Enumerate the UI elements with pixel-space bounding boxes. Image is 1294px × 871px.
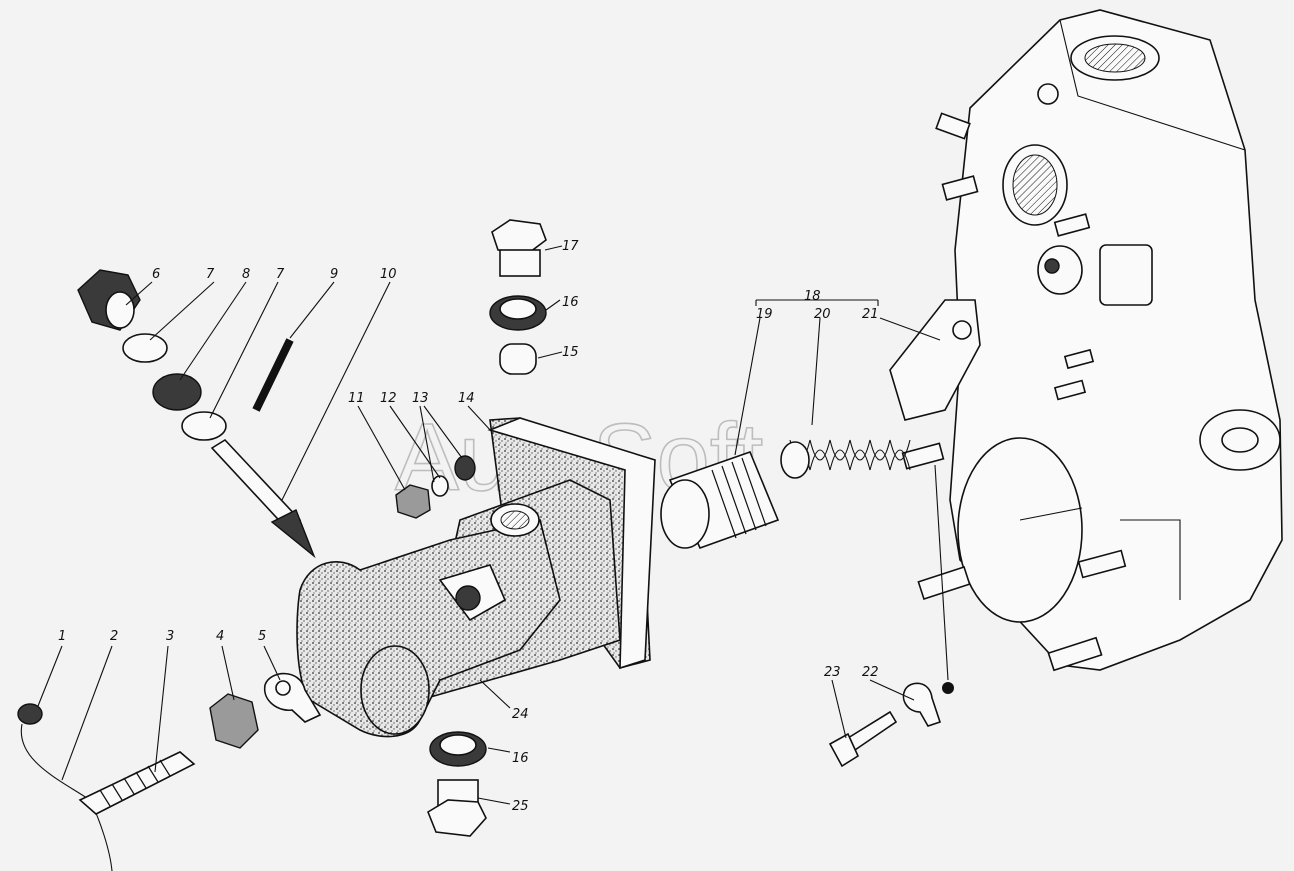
callout-24: 24	[512, 707, 529, 722]
callout-5: 5	[258, 629, 266, 644]
insert-15	[499, 343, 537, 375]
callout-3: 3	[166, 629, 174, 644]
gearbox-housing	[949, 9, 1283, 671]
leader-lines	[37, 245, 941, 805]
ring-13	[454, 455, 476, 481]
callout-16a: 16	[562, 295, 579, 310]
callout-1: 1	[58, 629, 66, 644]
callout-6: 6	[152, 267, 160, 282]
callout-22: 22	[862, 665, 879, 680]
callout-4: 4	[216, 629, 224, 644]
housing-studs	[901, 112, 1127, 672]
callout-labels: 1 2 3 4 5 6 7 8 7 9 10 11 12 13 14 15 16…	[58, 239, 879, 814]
callout-10: 10	[380, 267, 397, 282]
callout-11: 11	[348, 391, 365, 406]
callout-14: 14	[458, 391, 475, 406]
callout-7b: 7	[276, 267, 285, 282]
bolt-23	[828, 710, 898, 768]
plug-17	[491, 219, 547, 277]
callout-12: 12	[380, 391, 397, 406]
callout-13: 13	[412, 391, 429, 406]
nut-11	[395, 484, 431, 519]
callout-8: 8	[242, 267, 250, 282]
callout-25: 25	[512, 799, 529, 814]
callout-20: 20	[814, 307, 831, 322]
nut-4	[209, 693, 259, 749]
callout-23: 23	[824, 665, 841, 680]
callout-2: 2	[110, 629, 118, 644]
spring	[780, 439, 911, 479]
fitting-25	[427, 779, 487, 837]
gasket-14	[487, 417, 656, 670]
lever	[889, 299, 981, 694]
bearing-8	[152, 373, 202, 411]
callout-18: 18	[804, 289, 821, 304]
plug-6	[77, 269, 141, 331]
lock-washer-5	[264, 672, 322, 723]
washer-7a	[122, 333, 168, 363]
lock-washer-22	[902, 682, 942, 727]
shaft-10	[210, 438, 316, 559]
adjusting-screw-3	[78, 751, 196, 815]
callout-7a: 7	[206, 267, 215, 282]
callout-15: 15	[562, 345, 579, 360]
callout-17: 17	[562, 239, 579, 254]
callout-19: 19	[756, 307, 773, 322]
callout-16b: 16	[512, 751, 529, 766]
valve-body	[296, 417, 651, 738]
piston	[660, 450, 780, 550]
washer-12	[431, 475, 449, 497]
pellet-1	[17, 703, 43, 725]
washer-7b	[181, 411, 227, 441]
callout-9: 9	[330, 267, 338, 282]
callout-21: 21	[862, 307, 879, 322]
pin-9	[252, 338, 294, 412]
